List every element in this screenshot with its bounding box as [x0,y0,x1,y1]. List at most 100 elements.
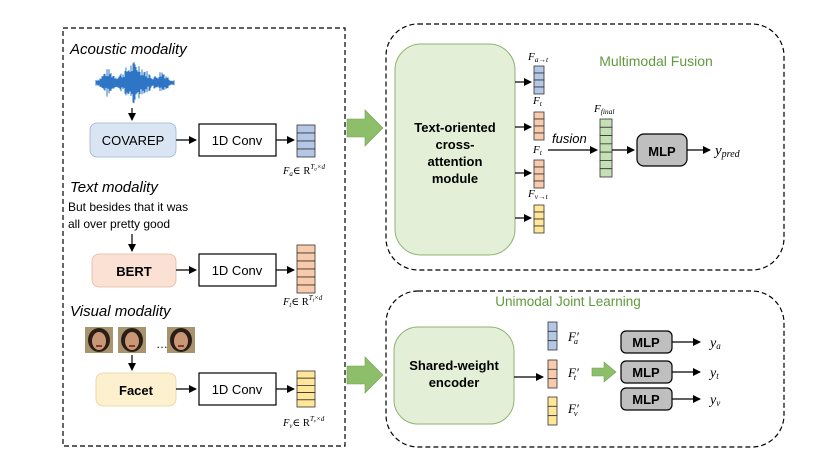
stack-cell [599,160,613,170]
fa-formula: Fa∈ RTa×d [282,163,325,178]
module-line3: attention [428,154,483,169]
face-skin [125,332,139,350]
left-panel-border [62,27,346,447]
stack-cell [533,218,545,227]
stack-cell [533,65,545,74]
waveform-trace [95,62,175,104]
stack-cell [296,124,316,134]
ya-label: ya [708,336,721,351]
ft-prime-stack [547,359,558,389]
stack-cell [296,284,316,294]
stack-cell [296,268,316,278]
face-image-3 [167,327,195,353]
text-modality-title: Text modality [70,179,159,196]
ft-prime-label: F′t [567,365,579,382]
y-pred-label: ypred [713,143,741,160]
f-final-label: Ffinal [593,103,615,116]
stack-cell [599,126,613,136]
f-t1-label: Ft [532,95,543,108]
stack-cell [599,135,613,145]
encoder-line2: encoder [429,375,480,390]
ft-stack [296,244,316,294]
stack-cell [547,359,558,370]
f-t1-stack [533,111,545,141]
green-arrow-to-fusion [346,109,384,147]
stack-cell [547,340,558,351]
stack-cell [533,180,545,189]
visual-modality-title: Visual modality [70,303,172,320]
stack-cell [296,132,316,142]
module-line2: cross- [435,137,474,152]
text-sample-line1: But besides that it was [68,200,188,214]
fusion-op-label: fusion [552,131,587,146]
f-v-to-t-stack [533,204,545,234]
stack-cell [296,148,316,158]
stack-cell [296,244,316,254]
fv-formula: Fv∈ RTv×d [282,415,325,430]
unimodal-panel-border [385,290,785,448]
stack-cell [296,399,316,408]
fa-stack [296,124,316,158]
conv-label-acoustic: 1D Conv [212,133,263,148]
fv-stack [296,370,316,408]
stack-cell [533,86,545,95]
mlp-a-label: MLP [632,335,660,350]
f-final-stack [599,118,613,178]
fa-prime-stack [547,321,558,351]
stack-cell [547,396,558,407]
face-mouth [129,345,135,347]
stack-cell [533,72,545,81]
conv-box-text [198,253,277,287]
stack-cell [533,204,545,213]
stack-cell [547,368,558,380]
shared-encoder-box [393,326,515,425]
f-a-to-t-stack [533,65,545,95]
face-skin [92,332,106,350]
stack-cell [547,378,558,389]
facet-label: Facet [119,383,154,398]
f-a-to-t-label: Fa→t [527,51,549,64]
stack-cell [296,370,316,379]
face-image-2 [118,327,146,353]
stack-cell [296,392,316,401]
cross-attention-module [394,43,516,256]
face-mouth [178,345,184,347]
face-image-1 [85,327,113,353]
face-skin [174,332,188,350]
stack-cell [533,159,545,168]
fa-prime-label: F′a [567,329,579,346]
module-line4: module [432,171,478,186]
fusion-mlp-label: MLP [648,144,676,159]
face-mouth [96,345,102,347]
fv-prime-label: F′v [567,401,579,418]
f-t2-label: Ft [532,144,543,157]
conv-box-visual [198,372,277,406]
ft-formula: Ft∈ RTt×d [282,294,323,309]
yv-label: yv [708,393,720,408]
stack-cell [599,143,613,153]
stack-cell [296,377,316,386]
stack-cell [533,166,545,175]
stack-cell [533,125,545,134]
stack-cell [599,168,613,178]
waveform-icon [95,62,175,104]
module-line1: Text-oriented [414,120,495,135]
stack-cell [599,118,613,128]
stack-cell [547,405,558,417]
covarep-label: COVAREP [102,133,165,148]
text-sample-line2: all over pretty good [68,217,170,231]
green-arrow-to-mlps [591,361,617,383]
stack-cell [533,111,545,120]
mlp-v-label: MLP [632,392,660,407]
stack-cell [296,140,316,150]
acoustic-modality-title: Acoustic modality [69,41,188,58]
encoder-line1: Shared-weight [409,358,499,373]
stack-cell [533,132,545,141]
green-arrow-to-unimodal [346,356,384,394]
stack-cell [296,384,316,393]
fusion-panel-border [385,23,785,271]
yt-label: yt [708,366,719,381]
stack-cell [533,225,545,234]
bert-label: BERT [116,264,151,279]
